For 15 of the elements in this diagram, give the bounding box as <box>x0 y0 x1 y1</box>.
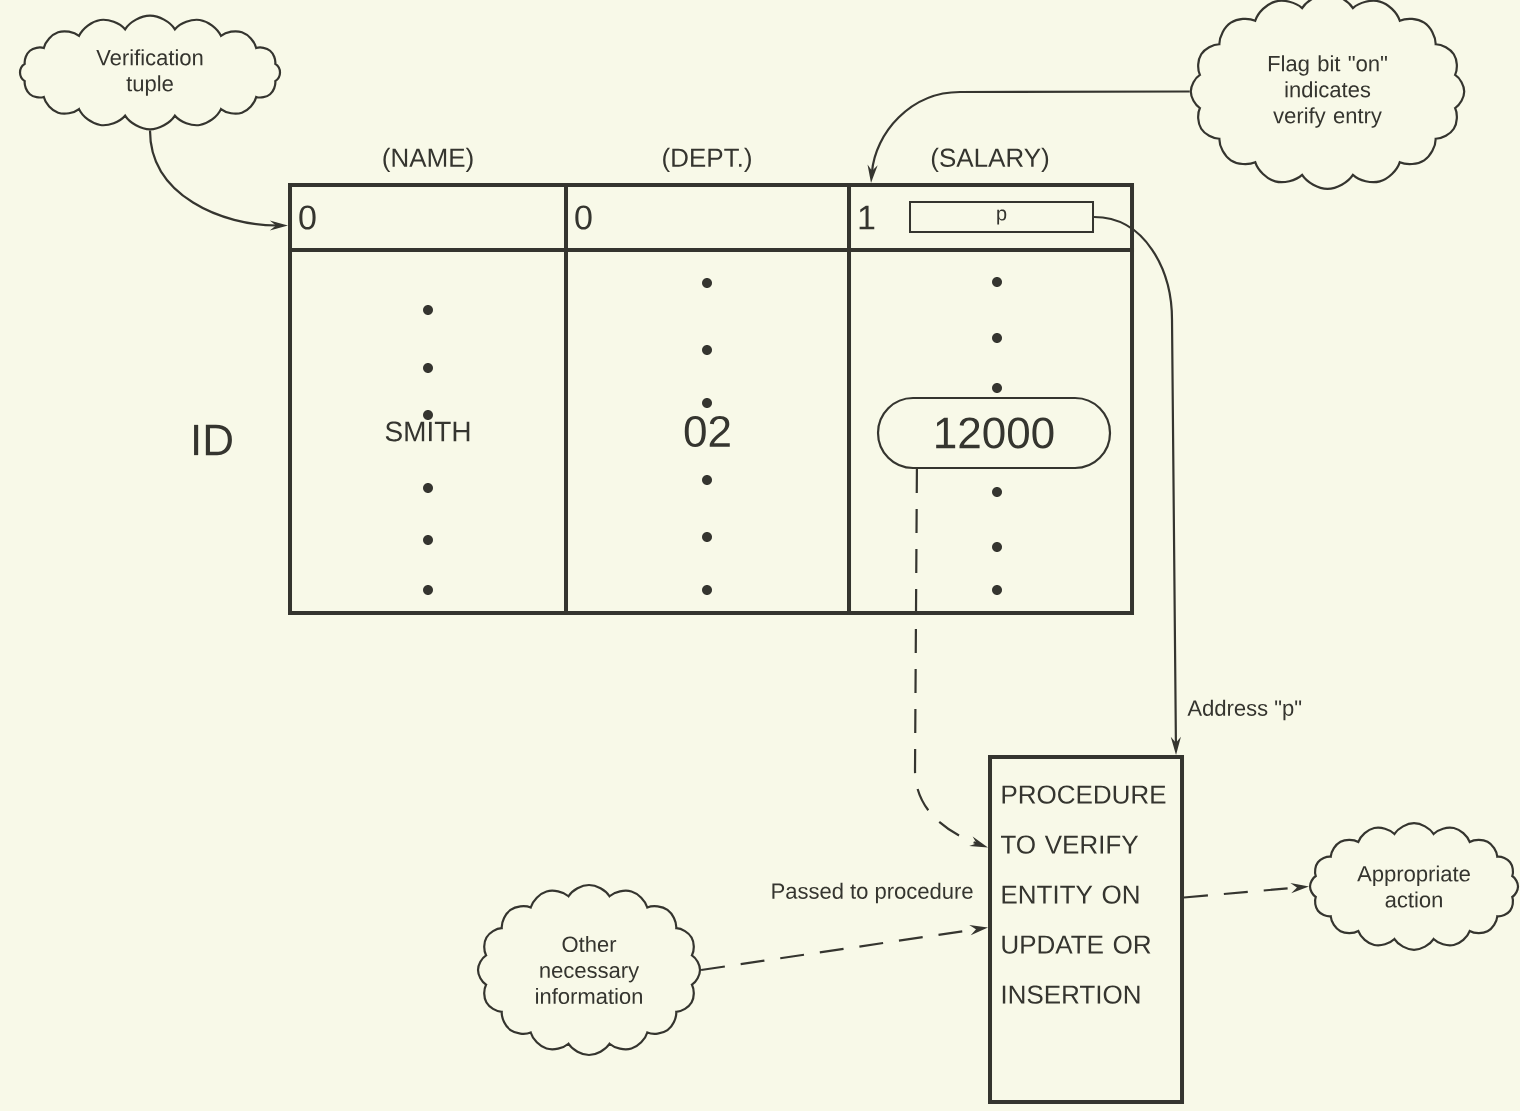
table-cell: SMITH <box>288 248 568 615</box>
row-label: ID <box>194 424 232 456</box>
thought-cloud: Other necessary information <box>476 883 702 1057</box>
table-cell: 0 <box>288 183 568 252</box>
edge-label: Address "p" <box>1185 697 1305 723</box>
rounded-box: 12000 <box>876 396 1112 470</box>
thought-cloud: Verification tuple <box>18 14 282 131</box>
pointer-box: p <box>909 201 1094 233</box>
thought-cloud: Flag bit "on" indicates verify entry <box>1189 0 1466 190</box>
edge-label: Passed to procedure <box>768 880 976 906</box>
table-cell: 02 <box>564 248 851 615</box>
table-cell <box>847 248 1134 615</box>
procedure-box: PROCEDURE TO VERIFY ENTITY ON UPDATE OR INSERTION <box>988 755 1184 1104</box>
table-cell: 0 <box>564 183 851 252</box>
thought-cloud: Appropriate action <box>1308 822 1520 951</box>
